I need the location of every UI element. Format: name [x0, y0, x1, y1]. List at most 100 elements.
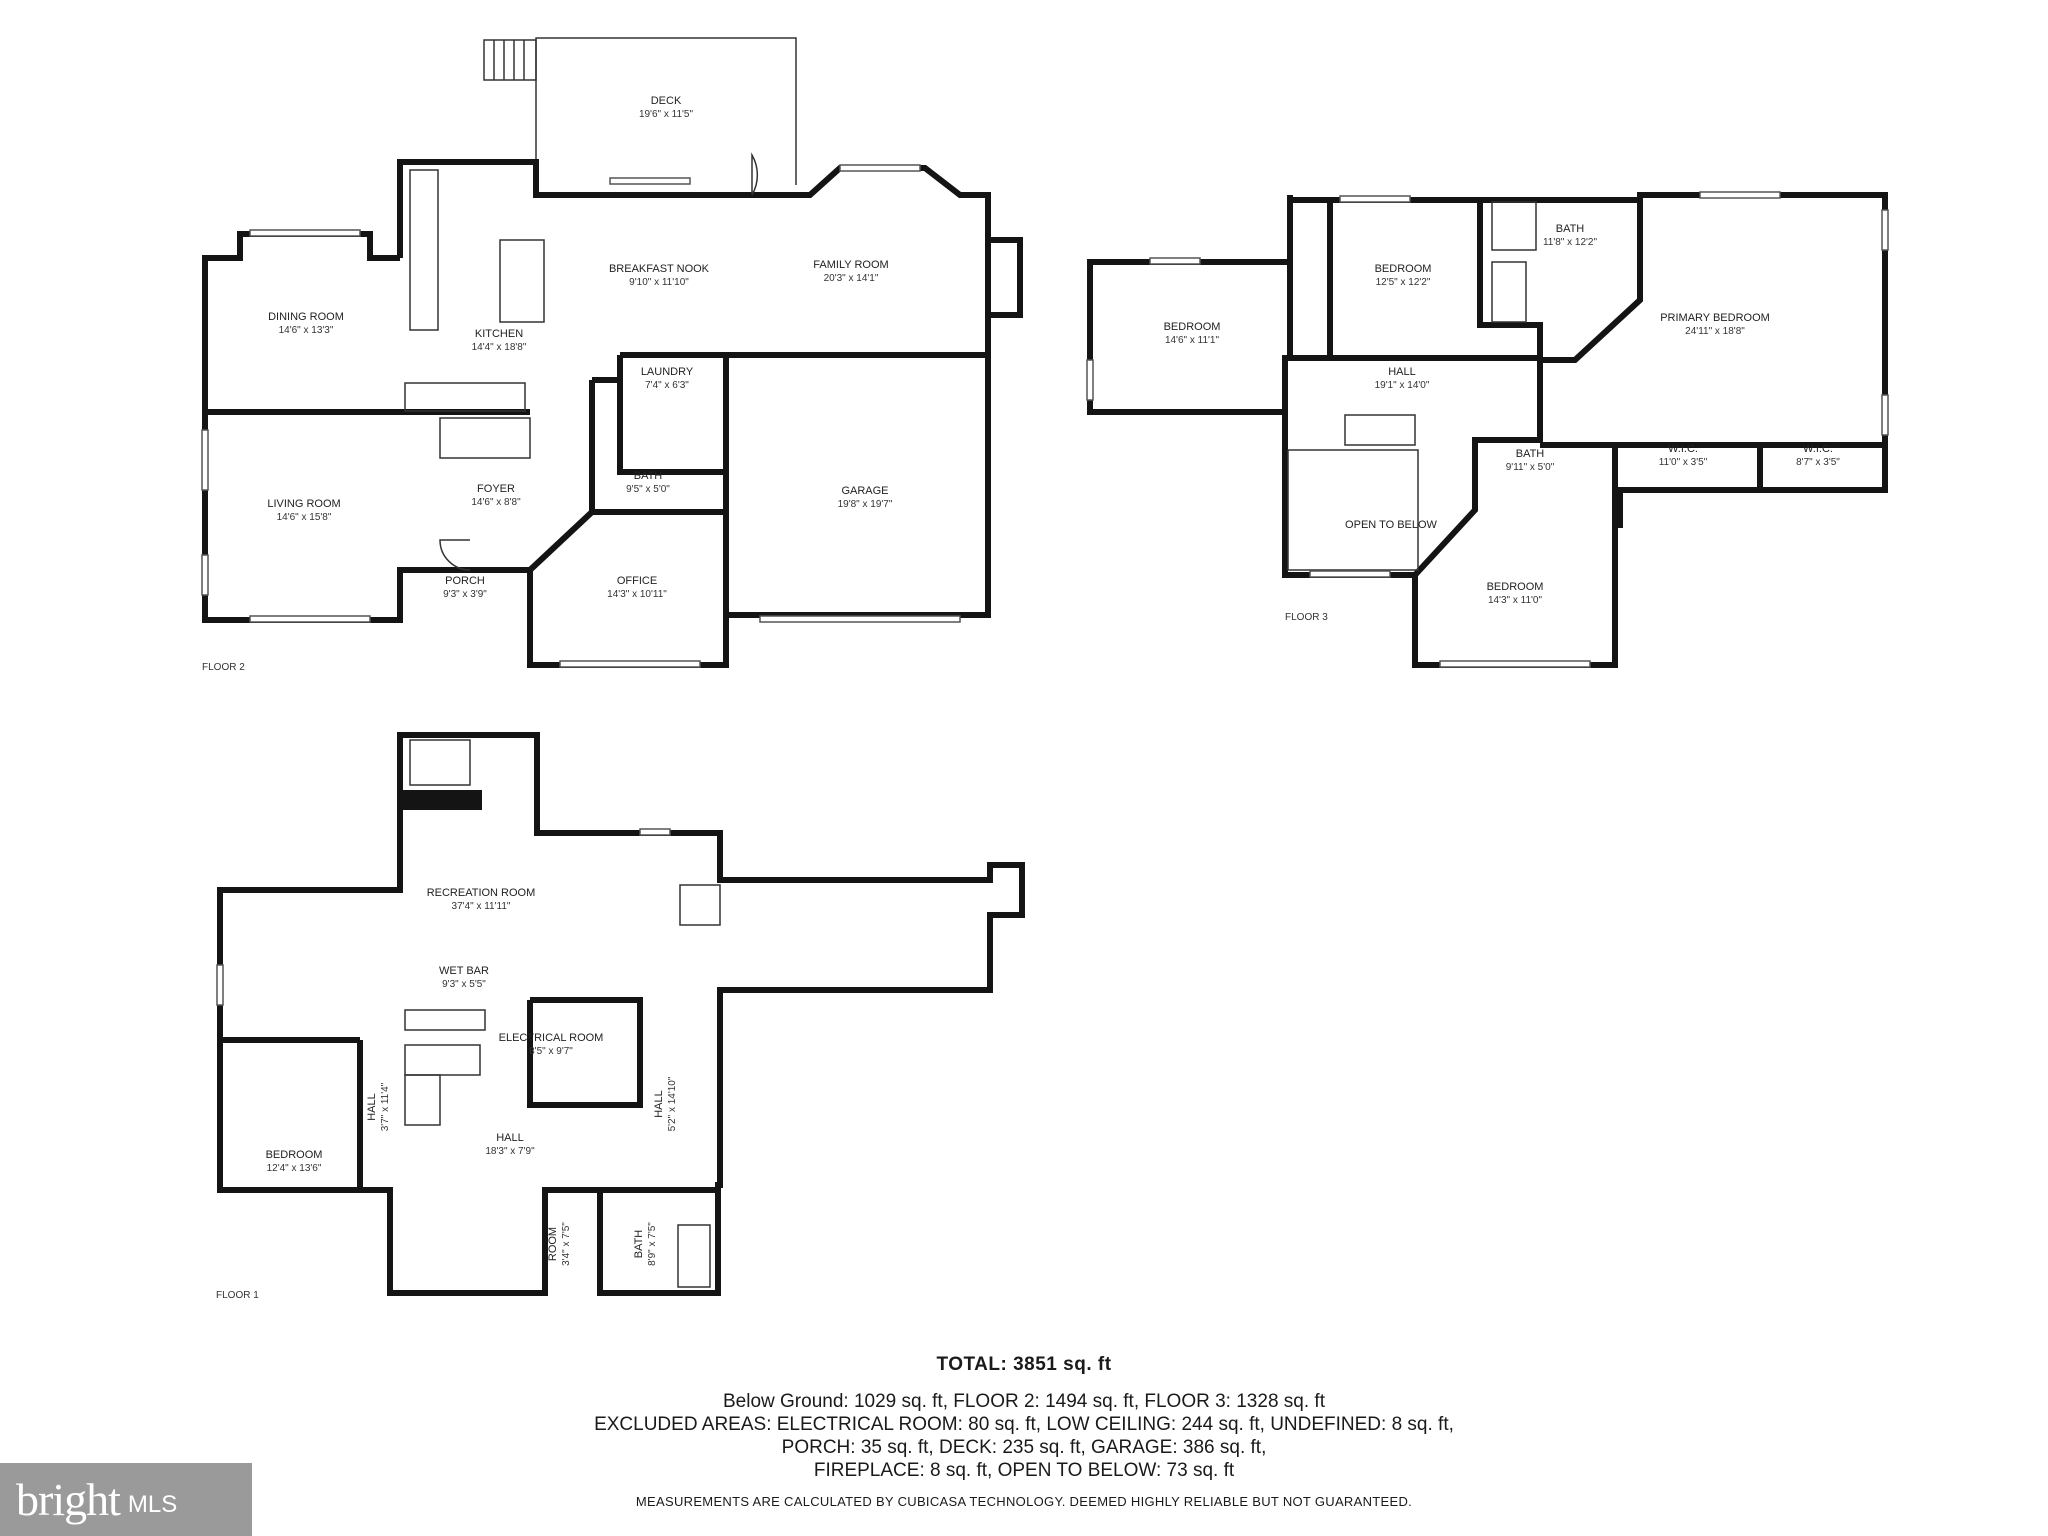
room-label: W.I.C.8'7" x 3'5" [1796, 443, 1840, 468]
room-name: OFFICE [617, 575, 657, 587]
window [201, 554, 209, 596]
fireplace [985, 237, 1023, 318]
room-label: HALL 19'1" x 14'0" [1375, 366, 1430, 391]
room-dimensions: 9'3" x 5'5" [442, 979, 486, 990]
garage-door [759, 615, 961, 623]
floor-plan-drawing: FLOOR 2 FLOOR 3 [201, 37, 1889, 1301]
bright-mls-watermark: bright MLS [0, 1463, 252, 1536]
room-name: OPEN TO BELOW [1345, 519, 1438, 531]
room-dimensions: 9'3" x 3'9" [443, 589, 487, 600]
room-dimensions: 11'0" x 3'5" [1659, 457, 1708, 468]
room-name: BATH [634, 470, 663, 482]
window [639, 828, 671, 836]
tub [1491, 261, 1527, 323]
floor-3-label: FLOOR 3 [1285, 612, 1328, 623]
deck-railing [535, 37, 797, 185]
window [1881, 209, 1889, 251]
room-dimensions: 18'3" x 7'9" [485, 1146, 535, 1157]
window [1149, 257, 1201, 265]
floor-3-plan: FLOOR 3 [1086, 191, 1889, 668]
room-dimensions: 9'5" x 5'0" [626, 484, 670, 495]
room-name: DECK [651, 95, 682, 107]
room-dimensions: 14'4" x 18'8" [472, 342, 527, 353]
room-label: BREAKFAST NOOK 9'10" x 11'10" [609, 263, 710, 288]
room-name: DINING ROOM [268, 311, 344, 323]
room-dimensions: 19'6" x 11'5" [639, 109, 694, 120]
room-label: ELECTRICAL ROOM 8'5" x 9'7" [499, 1032, 604, 1057]
kitchen-counter [409, 169, 439, 331]
floor-2-label: FLOOR 2 [202, 662, 245, 673]
room-dimensions: 14'6" x 11'1" [1165, 335, 1220, 346]
room-name: ROOM [547, 1227, 559, 1261]
window [249, 229, 361, 237]
main-stairs [439, 417, 531, 459]
room-name: KITCHEN [475, 328, 523, 340]
window [249, 615, 371, 623]
room-dimensions: 14'3" x 11'0" [1488, 595, 1543, 606]
room-dimensions: 14'6" x 13'3" [279, 325, 334, 336]
area-breakdown: Below Ground: 1029 sq. ft, FLOOR 2: 1494… [0, 1390, 2048, 1482]
room-label: BEDROOM 14'6" x 11'1" [1164, 321, 1221, 346]
room-name: PRIMARY BEDROOM [1660, 312, 1770, 324]
room-dimensions: 7'4" x 6'3" [645, 380, 689, 391]
wall-office-angle [527, 509, 595, 573]
room-name: ELECTRICAL ROOM [499, 1032, 604, 1044]
floor-1-plan: FLOOR 1 [216, 732, 1025, 1301]
watermark-suffix: MLS [127, 1490, 178, 1518]
room-label: W.I.C.11'0" x 3'5" [1659, 443, 1708, 468]
room-name: RECREATION ROOM [427, 887, 536, 899]
room-name: BEDROOM [1164, 321, 1221, 333]
wall-hall-east [1412, 358, 1543, 578]
window [216, 964, 224, 1006]
room-dimensions: 8'7" x 3'5" [1796, 457, 1840, 468]
kitchen-island [499, 239, 545, 323]
floor-1-stairs-lower [404, 1074, 441, 1126]
room-name: BEDROOM [266, 1149, 323, 1161]
floor-3-stairs [1344, 414, 1416, 446]
area-line-porch-deck: PORCH: 35 sq. ft, DECK: 235 sq. ft, GARA… [781, 1437, 1267, 1458]
area-line-excluded: EXCLUDED AREAS: ELECTRICAL ROOM: 80 sq. … [594, 1414, 1454, 1435]
room-dimensions: 24'11" x 18'8" [1685, 326, 1745, 337]
floor-2-outer-wall-west [202, 231, 729, 668]
room-name: BATH [633, 1230, 645, 1259]
room-name: BEDROOM [1375, 263, 1432, 275]
room-name: BREAKFAST NOOK [609, 263, 710, 275]
room-name: LAUNDRY [641, 366, 694, 378]
room-label: BEDROOM 12'4" x 13'6" [266, 1149, 323, 1174]
sliding-door [609, 177, 691, 185]
room-label: PORCH 9'3" x 3'9" [443, 575, 487, 600]
room-labels: DECK 19'6" x 11'5" BREAKFAST NOOK 9'10" x 1… [266, 95, 1841, 1266]
room-dimensions: 3'7" x 11'4" [380, 1082, 391, 1131]
window [1881, 394, 1889, 436]
foyer-stairs [404, 382, 526, 412]
room-dimensions: 12'4" x 13'6" [267, 1163, 322, 1174]
area-line-fireplace: FIREPLACE: 8 sq. ft, OPEN TO BELOW: 73 s… [813, 1460, 1235, 1481]
wall-bath-east [1540, 442, 1618, 525]
room-name: HALL [1388, 366, 1416, 378]
room-dimensions: 9'10" x 11'10" [629, 277, 689, 288]
wet-bar-counter [404, 1009, 486, 1031]
room-dimensions: 5'2" x 14'10" [667, 1076, 678, 1131]
area-line-below-ground: Below Ground: 1029 sq. ft, FLOOR 2: 1494… [723, 1391, 1325, 1412]
room-label: PRIMARY BEDROOM 24'11" x 18'8" [1660, 312, 1770, 337]
total-area: TOTAL: 3851 sq. ft [936, 1354, 1112, 1375]
open-to-below-railing [1287, 449, 1419, 571]
room-dimensions: 8'5" x 9'7" [529, 1046, 573, 1057]
shower [1491, 201, 1537, 251]
wall-bath-west [1477, 200, 1543, 358]
floor-1-dark-wall [400, 790, 482, 810]
floor-1-stairs [404, 1044, 481, 1076]
shower [677, 1224, 711, 1288]
room-dimensions: 19'1" x 14'0" [1375, 380, 1430, 391]
window [1086, 359, 1094, 401]
window [1439, 660, 1591, 668]
room-name: PORCH [445, 575, 485, 587]
room-name: BATH [1556, 223, 1585, 235]
